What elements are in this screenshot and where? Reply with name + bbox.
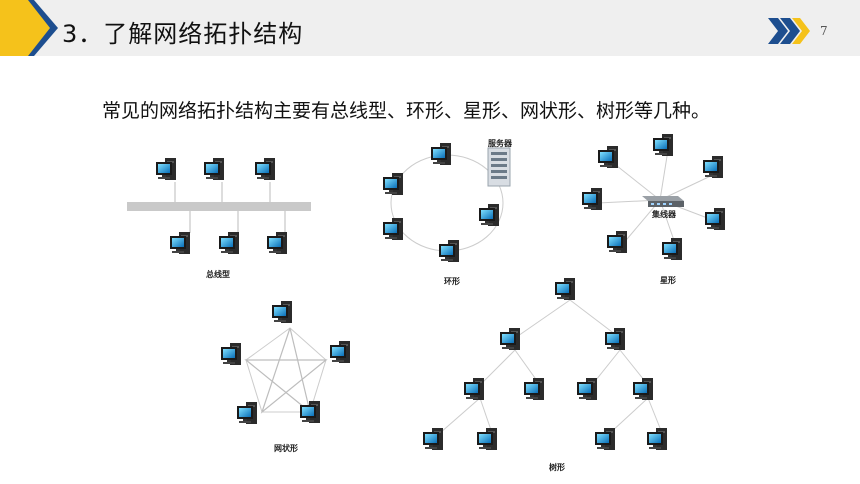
- chevron-logo-icon: [768, 18, 810, 44]
- server-label: 服务器: [488, 138, 513, 148]
- tree-label: 树形: [549, 462, 565, 472]
- ring-topology: 服务器 环形: [383, 138, 513, 286]
- hub-icon: [642, 196, 684, 207]
- intro-text: 常见的网络拓扑结构主要有总线型、环形、星形、网状形、树形等几种。: [102, 100, 711, 122]
- page-number: 7: [820, 24, 828, 38]
- bus-label: 总线型: [206, 269, 230, 279]
- server-icon: [487, 147, 511, 187]
- slide-title: 3．了解网络拓扑结构: [62, 20, 304, 48]
- mesh-label: 网状形: [274, 443, 298, 453]
- slide-header: 3．了解网络拓扑结构 7: [0, 0, 860, 56]
- bus-backbone: [127, 202, 311, 211]
- hub-label: 集线器: [651, 209, 677, 219]
- ring-label: 环形: [444, 276, 460, 286]
- bus-topology: 总线型: [127, 158, 311, 279]
- mesh-topology: 网状形: [221, 301, 350, 453]
- star-topology: 集线器 星形: [582, 134, 725, 285]
- tree-topology: 树形: [423, 278, 667, 472]
- header-accent-shape: [0, 0, 58, 56]
- star-label: 星形: [660, 275, 676, 285]
